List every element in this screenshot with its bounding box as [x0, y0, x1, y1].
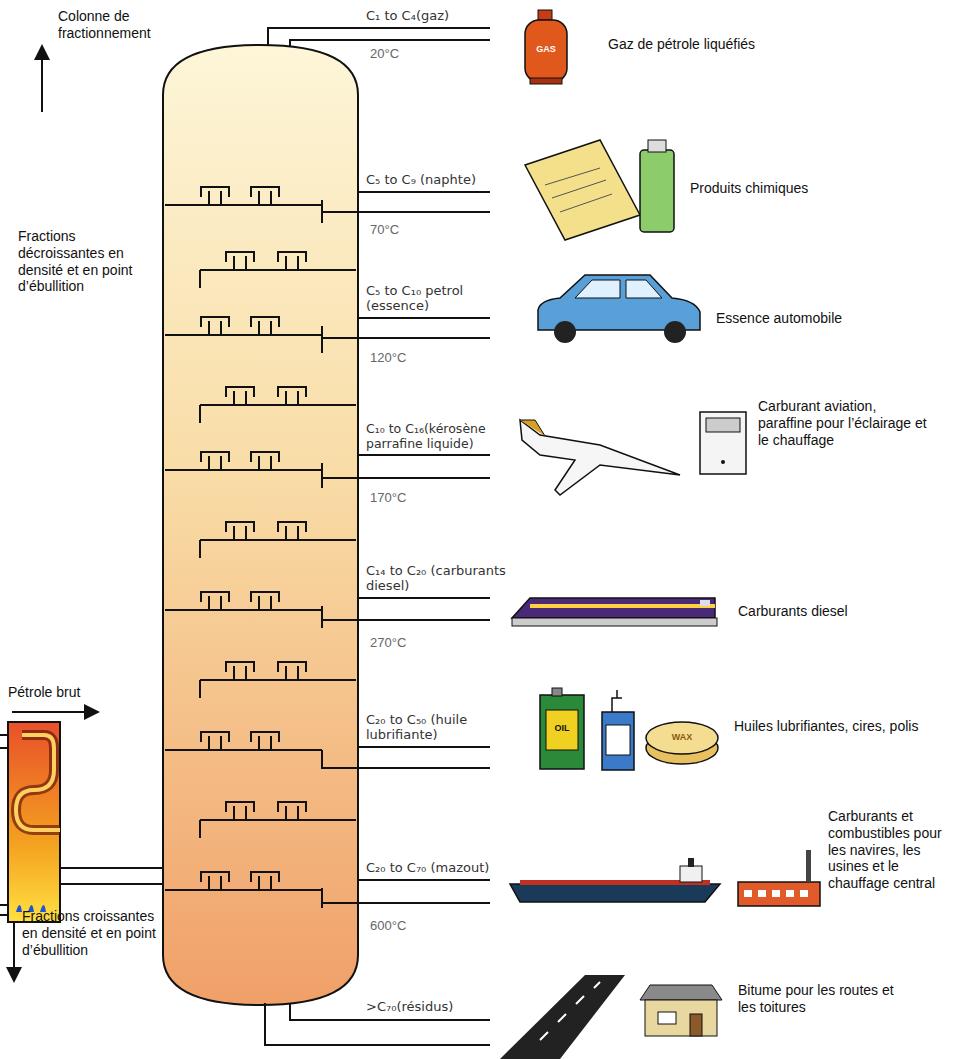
product-label: Gaz de pétrole liquéfiés: [608, 36, 755, 52]
product-label: Essence automobile: [716, 310, 842, 326]
temperature: 20°C: [370, 46, 450, 62]
temperature: 120°C: [370, 350, 406, 365]
product-label: Carburants diesel: [738, 603, 848, 619]
icon-text: WAX: [672, 732, 693, 742]
product-label: Huiles lubrifiantes, cires, polis: [734, 718, 924, 735]
product-label: Carburants et combustibles pour les navi…: [828, 808, 956, 892]
input-label: Pétrole brut: [8, 684, 128, 701]
fraction-label: C₂₀ to C₅₀ (huile lubrifiante): [366, 712, 467, 743]
fraction-label: C₂₀ to C₇₀ (mazout): [366, 860, 489, 875]
bubble-tray: [165, 452, 322, 488]
bubble-tray: [200, 522, 356, 558]
bubble-tray: [165, 732, 322, 768]
temperature: 70°C: [370, 222, 450, 238]
fraction-label: C₅ to C₉ (naphte): [366, 172, 506, 188]
temperature: 270°C: [370, 635, 450, 651]
product-label: Essence automobile: [716, 310, 916, 327]
fraction-label: C₁₄ to C₂₀ (carburants diesel): [366, 563, 506, 594]
temperature: 170°C: [370, 490, 450, 506]
product-label: Produits chimiques: [690, 180, 808, 196]
side-note: Fractions décroissantes en densité et en…: [18, 228, 158, 295]
side-note: Fractions croissantes en densité et en p…: [22, 908, 157, 958]
temperature: 20°C: [370, 46, 399, 61]
title-label: Colonne de fractionnement: [58, 8, 151, 41]
icon-text: OIL: [555, 723, 570, 733]
fraction-label: C₅ to C₉ (naphte): [366, 172, 476, 187]
bubble-tray: [200, 387, 356, 423]
product-label: Carburants diesel: [738, 603, 938, 620]
bubble-tray: [165, 317, 322, 353]
fraction-label: C₁ to C₄(gaz): [366, 8, 449, 23]
icon-text: GAS: [526, 44, 566, 55]
temperature: 70°C: [370, 222, 399, 237]
side-note: Fractions croissantes en densité et en p…: [22, 908, 156, 958]
fraction-label: C₁₀ to C₁₆(kérosène parrafine liquide): [366, 421, 516, 451]
fraction-label: C₅ to C₁₀ petrol (essence): [366, 283, 463, 314]
product-label: Gaz de pétrole liquéfiés: [608, 36, 828, 53]
product-label: Huiles lubrifiantes, cires, polis: [734, 718, 918, 734]
bubble-tray: [200, 252, 356, 288]
product-label: Bitume pour les routes et les toitures: [738, 982, 894, 1015]
bubble-tray: [200, 802, 356, 838]
side-note: Fractions décroissantes en densité et en…: [18, 228, 132, 294]
temperature: 600°C: [370, 918, 406, 933]
product-label: Carburants et combustibles pour les navi…: [828, 808, 942, 891]
icon-text: OIL: [546, 723, 578, 734]
input-label: Pétrole brut: [8, 684, 80, 700]
bubble-tray: [165, 592, 322, 628]
product-label: Carburant aviation, paraffine pour l’écl…: [758, 398, 928, 448]
product-label: Carburant aviation, paraffine pour l’écl…: [758, 398, 927, 448]
fraction-label: C₁₀ to C₁₆(kérosène parrafine liquide): [366, 421, 486, 451]
temperature: 170°C: [370, 490, 406, 505]
temperature: 270°C: [370, 635, 406, 650]
product-label: Produits chimiques: [690, 180, 890, 197]
fraction-label: C₂₀ to C₅₀ (huile lubrifiante): [366, 712, 506, 743]
fraction-label: C₁₄ to C₂₀ (carburants diesel): [366, 563, 511, 594]
temperature: 120°C: [370, 350, 450, 366]
icon-text: GAS: [536, 44, 556, 54]
title-label: Colonne de fractionnement: [58, 8, 163, 42]
bubble-tray: [165, 187, 322, 223]
icon-text: WAX: [654, 732, 710, 743]
product-label: Bitume pour les routes et les toitures: [738, 982, 908, 1016]
fraction-label: C₁ to C₄(gaz): [366, 8, 516, 24]
bubble-tray: [200, 662, 356, 698]
fraction-label: C₅ to C₁₀ petrol (essence): [366, 283, 506, 314]
temperature: 600°C: [370, 918, 450, 934]
fraction-label: >C₇₀(résidus): [366, 999, 506, 1015]
bubble-tray: [165, 872, 322, 908]
fraction-label: >C₇₀(résidus): [366, 999, 453, 1014]
fraction-label: C₂₀ to C₇₀ (mazout): [366, 860, 506, 876]
